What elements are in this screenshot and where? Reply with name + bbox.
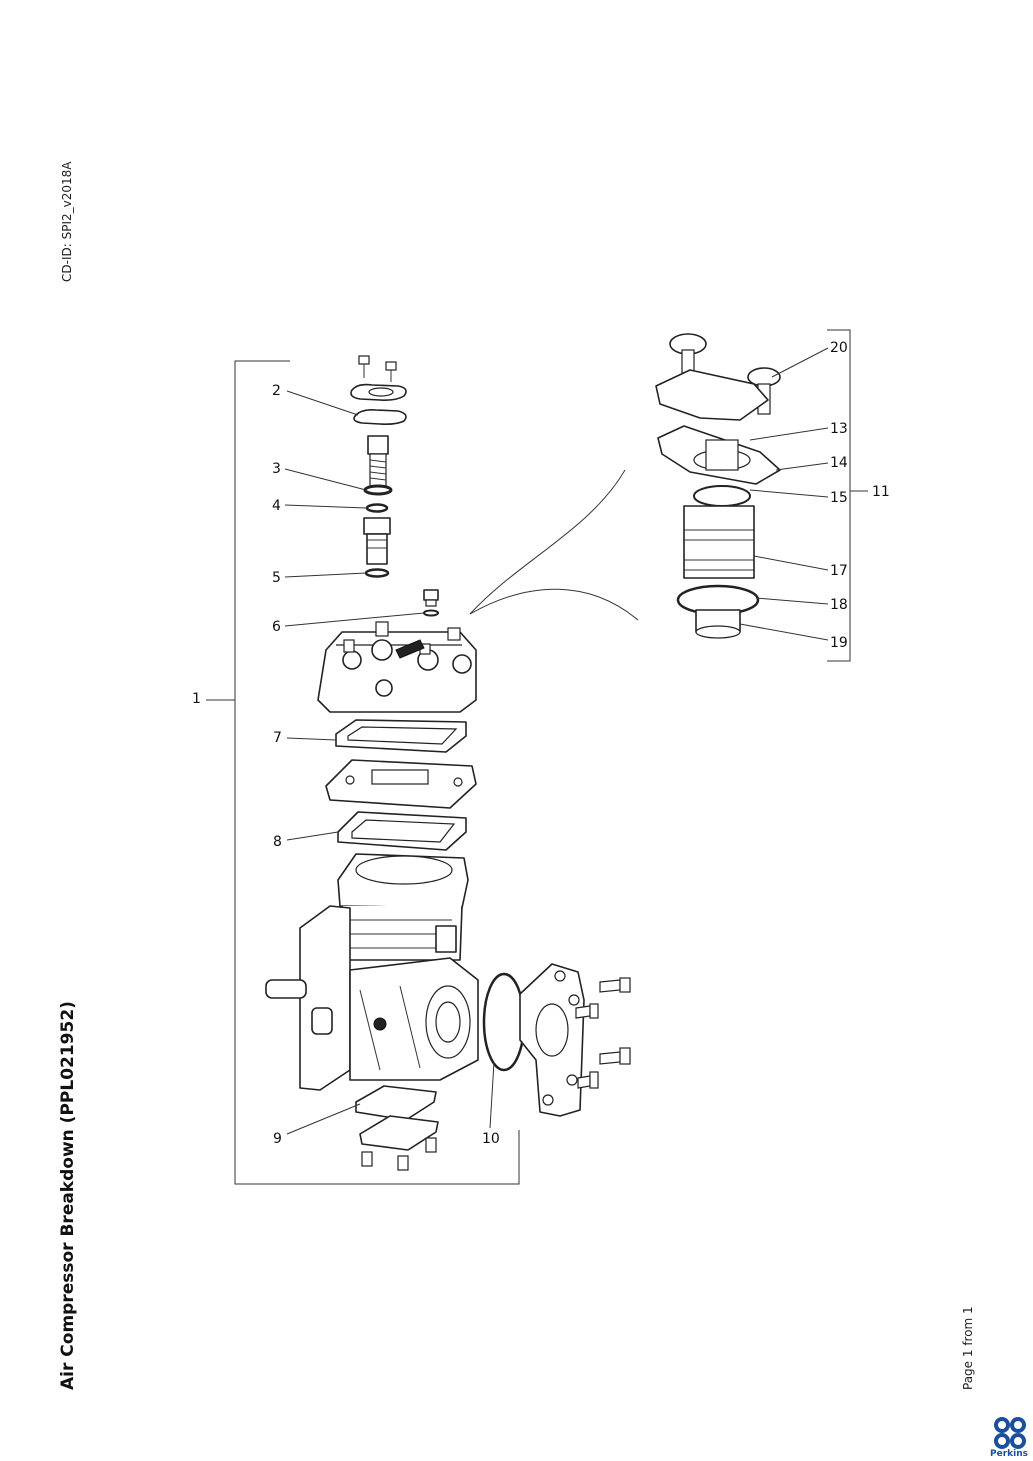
rear-cover-bolts [575,977,631,1089]
callout-4: 4 [272,498,281,514]
gasket-item-7 [335,719,467,753]
detail-leader-curve-lower [469,588,639,621]
brand-name: Perkins [990,1449,1028,1459]
callout-10: 10 [482,1131,500,1147]
callout-19: 19 [830,635,848,651]
assembly-bracket-1 [206,360,520,1185]
callout-6: 6 [272,619,281,635]
callout-11: 11 [872,484,890,500]
callout-1: 1 [192,691,201,707]
gasket-item-2 [353,409,407,425]
callout-14: 14 [830,455,848,471]
callout-8: 8 [273,834,282,850]
valve-stack [363,435,393,578]
assembly-bracket-11 [827,329,868,662]
gasket-item-9 [355,1085,439,1171]
callout-20: 20 [830,340,848,356]
valve-plate [325,759,477,809]
callout-17: 17 [830,563,848,579]
callout-15: 15 [830,490,848,506]
upper-screws [358,355,397,382]
flange-plate [350,383,407,401]
callout-7: 7 [273,730,282,746]
perkins-logo-icon [994,1417,1026,1449]
callout-2: 2 [272,383,281,399]
callout-5: 5 [272,570,281,586]
callout-3: 3 [272,461,281,477]
detail-unloader-assembly [655,333,781,639]
callout-13: 13 [830,421,848,437]
detail-leader-curve-upper [469,469,626,615]
gasket-item-8 [337,811,467,851]
rear-cover [519,963,585,1117]
callout-18: 18 [830,597,848,613]
callout-9: 9 [273,1131,282,1147]
cylinder-head [317,621,477,713]
crankcase-body [265,853,479,1091]
plug-item-6 [423,589,439,617]
leader-lines [284,347,829,1135]
o-ring-item-10 [482,972,526,1072]
